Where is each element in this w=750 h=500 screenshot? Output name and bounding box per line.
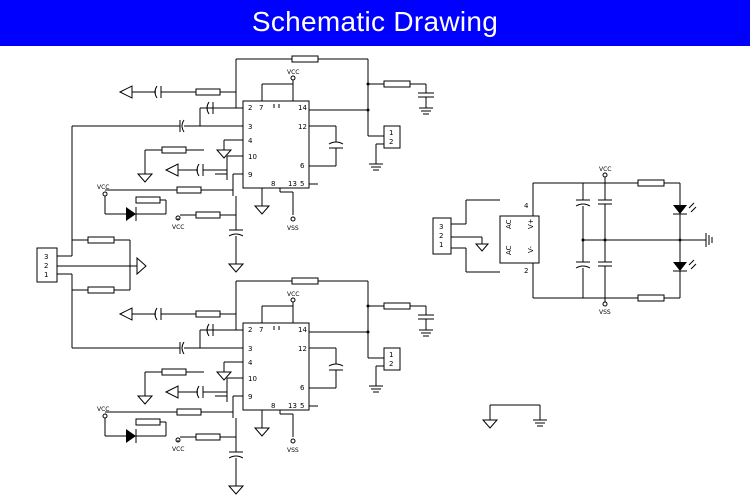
- pin-label: 13: [288, 402, 297, 410]
- pin-label: 2: [248, 326, 252, 334]
- pin-label: 6: [300, 384, 305, 392]
- pin-label: 2: [248, 104, 252, 112]
- connector-pin-label: 1: [44, 271, 48, 279]
- regulator-label: AC: [505, 219, 513, 229]
- vcc-label: VCC: [172, 224, 184, 231]
- vss-label: VSS: [599, 309, 611, 316]
- pin-label: 13: [288, 180, 297, 188]
- connector-pin-label: 3: [44, 253, 48, 261]
- chip-lower: 2 3 4 10 9 14 12 6 5 7 8 13: [248, 326, 307, 410]
- pin-label: 10: [248, 375, 257, 383]
- pin-label: 8: [271, 402, 275, 410]
- power-supply: 3 2 1 AC AC V+ V- 4 2: [432, 166, 713, 316]
- pin-label: 14: [298, 104, 307, 112]
- ground-symbols: [481, 404, 547, 429]
- vcc-label: VCC: [287, 69, 299, 76]
- pin-label: 3: [248, 123, 252, 131]
- pin-label: 7: [259, 104, 263, 112]
- vcc-label: VCC: [97, 184, 109, 191]
- title-bar: Schematic Drawing: [0, 0, 750, 46]
- pin-label: 6: [300, 162, 305, 170]
- pin-label: 8: [271, 180, 275, 188]
- connector-pin-label: 2: [389, 360, 393, 368]
- connector-pin-label: 2: [439, 232, 443, 240]
- vss-label: VSS: [287, 447, 299, 454]
- connector-pin-label: 1: [439, 241, 443, 249]
- pin-label: 10: [248, 153, 257, 161]
- connector-pin-label: 3: [439, 223, 443, 231]
- pin-label: 14: [298, 326, 307, 334]
- regulator-pin-label: 2: [524, 267, 528, 275]
- connector-pin-label: 2: [44, 262, 48, 270]
- vcc-label: VCC: [172, 446, 184, 453]
- oscillator-stage-upper: 2 3 4 10 9 14 12 6 5 7 8 13 VCC VSS VCC …: [71, 55, 435, 273]
- pin-label: 4: [248, 137, 253, 145]
- pin-label: 5: [300, 402, 304, 410]
- chip-upper: 2 3 4 10 9 14 12 6 5 7 8 13: [248, 104, 307, 188]
- pin-label: 3: [248, 345, 252, 353]
- pin-label: 9: [248, 171, 252, 179]
- connector-pin-label: 2: [389, 138, 393, 146]
- regulator-pin-label: 4: [524, 202, 529, 210]
- regulator-label: V+: [527, 218, 535, 229]
- pin-label: 12: [298, 345, 307, 353]
- regulator-label: AC: [505, 245, 513, 255]
- input-connector-left: 3 2 1: [36, 126, 147, 348]
- pin-label: 12: [298, 123, 307, 131]
- oscillator-stage-lower: 2 3 4 10 9 14 12 6 5 7 8 13 VCC VSS VCC …: [71, 277, 435, 495]
- connector-pin-label: 1: [389, 351, 393, 359]
- pin-label: 5: [300, 180, 304, 188]
- regulator-label: V-: [527, 246, 535, 253]
- vcc-label: VCC: [97, 406, 109, 413]
- vcc-label: VCC: [599, 166, 611, 173]
- vss-label: VSS: [287, 225, 299, 232]
- vcc-label: VCC: [287, 291, 299, 298]
- page-title: Schematic Drawing: [251, 6, 499, 37]
- pin-label: 7: [259, 326, 263, 334]
- pin-label: 9: [248, 393, 252, 401]
- pin-label: 4: [248, 359, 253, 367]
- connector-pin-label: 1: [389, 129, 393, 137]
